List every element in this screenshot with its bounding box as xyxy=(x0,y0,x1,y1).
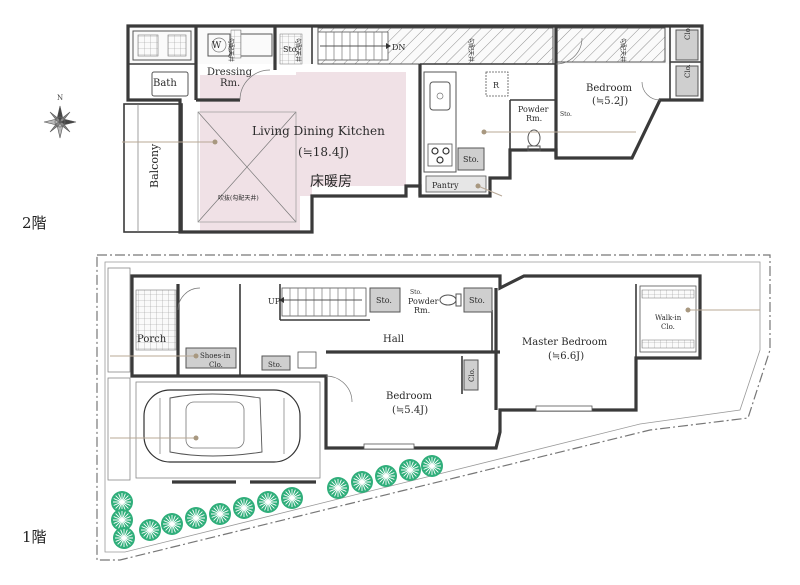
dressing-label: Dressing xyxy=(207,67,253,78)
sto-powder-2f: Sto. xyxy=(560,111,572,118)
tree-icon xyxy=(398,458,422,482)
site-boundary xyxy=(96,254,771,561)
balcony-label: Balcony xyxy=(148,143,161,188)
floor-heating-label: 床暖房 xyxy=(310,174,352,190)
powder-rm-1f: Rm. xyxy=(414,306,430,315)
second-floor-outer-wall xyxy=(126,24,704,234)
bedroom-1f-label: Bedroom xyxy=(386,391,432,402)
tree-icon xyxy=(374,464,398,488)
north-label: N xyxy=(57,94,63,102)
master-bedroom-label: Master Bedroom xyxy=(522,337,608,348)
balcony xyxy=(123,103,183,233)
powder-1f: Powder xyxy=(408,297,439,306)
tree-icon xyxy=(232,496,256,520)
first-floor-plan: Porch Shoes-in Clo. Sto. xyxy=(96,254,771,561)
bath-label: Bath xyxy=(153,78,177,89)
floor-label-1f: 1階 xyxy=(22,528,47,546)
sto-2f-1: Sto. xyxy=(283,45,299,54)
tree-icon xyxy=(160,512,184,536)
hall-label: Hall xyxy=(383,334,404,345)
sto-powder-1f: Sto. xyxy=(410,289,422,296)
tree-icon xyxy=(112,526,136,550)
pantry-label: Pantry xyxy=(432,181,459,190)
second-floor-plan: Bath W Dressing Rm. Sto. DN 勾配天井 xyxy=(122,24,704,234)
walk-in-clo-label: Clo. xyxy=(661,323,675,331)
master-bedroom-size: (≒6.6J) xyxy=(548,351,584,362)
ldk-label: Living Dining Kitchen xyxy=(252,124,385,138)
washer-label: W xyxy=(212,41,222,51)
compass-icon: N xyxy=(43,94,77,139)
shoes-clo-label: Clo. xyxy=(209,361,223,369)
powder-rm-2f: Rm. xyxy=(526,114,542,123)
up-label: UP xyxy=(268,297,281,306)
clo-2f-2: Clo. xyxy=(684,64,692,78)
clo-1f: Clo. xyxy=(468,368,476,382)
slope-ceiling-3: 勾配天井 xyxy=(467,38,475,62)
porch-label: Porch xyxy=(137,334,167,345)
shoes-in-label: Shoes-in xyxy=(200,352,231,360)
tree-icon xyxy=(350,470,374,494)
slope-ceiling-2: 勾配天井 xyxy=(294,38,302,62)
fridge-label: R xyxy=(493,81,500,90)
sto-1f-1: Sto. xyxy=(376,296,392,305)
ldk-size: (≒18.4J) xyxy=(298,145,349,159)
car-icon xyxy=(143,389,301,463)
void-label: 吹抜(勾配天井) xyxy=(218,194,259,202)
slope-ceiling-4: 勾配天井 xyxy=(619,38,627,62)
stair-1f xyxy=(279,287,367,317)
dn-label: DN xyxy=(392,43,405,52)
floor-label-2f: 2階 xyxy=(22,214,47,232)
clo-2f-1: Clo. xyxy=(684,26,692,40)
powder-2f: Powder xyxy=(518,105,549,114)
tree-icon xyxy=(256,490,280,514)
tree-icon xyxy=(138,518,162,542)
first-floor-outer-wall xyxy=(130,274,702,450)
bedroom-2f-label: Bedroom xyxy=(586,83,632,94)
sto-1f-shoes: Sto. xyxy=(268,361,282,369)
tree-icon xyxy=(326,476,350,500)
landscaping-trees xyxy=(110,454,444,550)
sto-kitchen: Sto. xyxy=(463,155,479,164)
tree-icon xyxy=(280,486,304,510)
bedroom-2f-size: (≒5.2J) xyxy=(592,96,628,107)
bedroom-1f-size: (≒5.4J) xyxy=(392,405,428,416)
walk-in-label: Walk-in xyxy=(655,314,682,322)
slope-ceiling-1: 勾配天井 xyxy=(227,38,235,62)
dressing-rm-label: Rm. xyxy=(220,78,240,89)
tree-icon xyxy=(420,454,444,478)
kitchen-counter xyxy=(423,71,457,173)
stair-2f xyxy=(317,31,391,61)
tree-icon xyxy=(184,506,208,530)
sto-1f-2: Sto. xyxy=(469,296,485,305)
tree-icon xyxy=(208,502,232,526)
